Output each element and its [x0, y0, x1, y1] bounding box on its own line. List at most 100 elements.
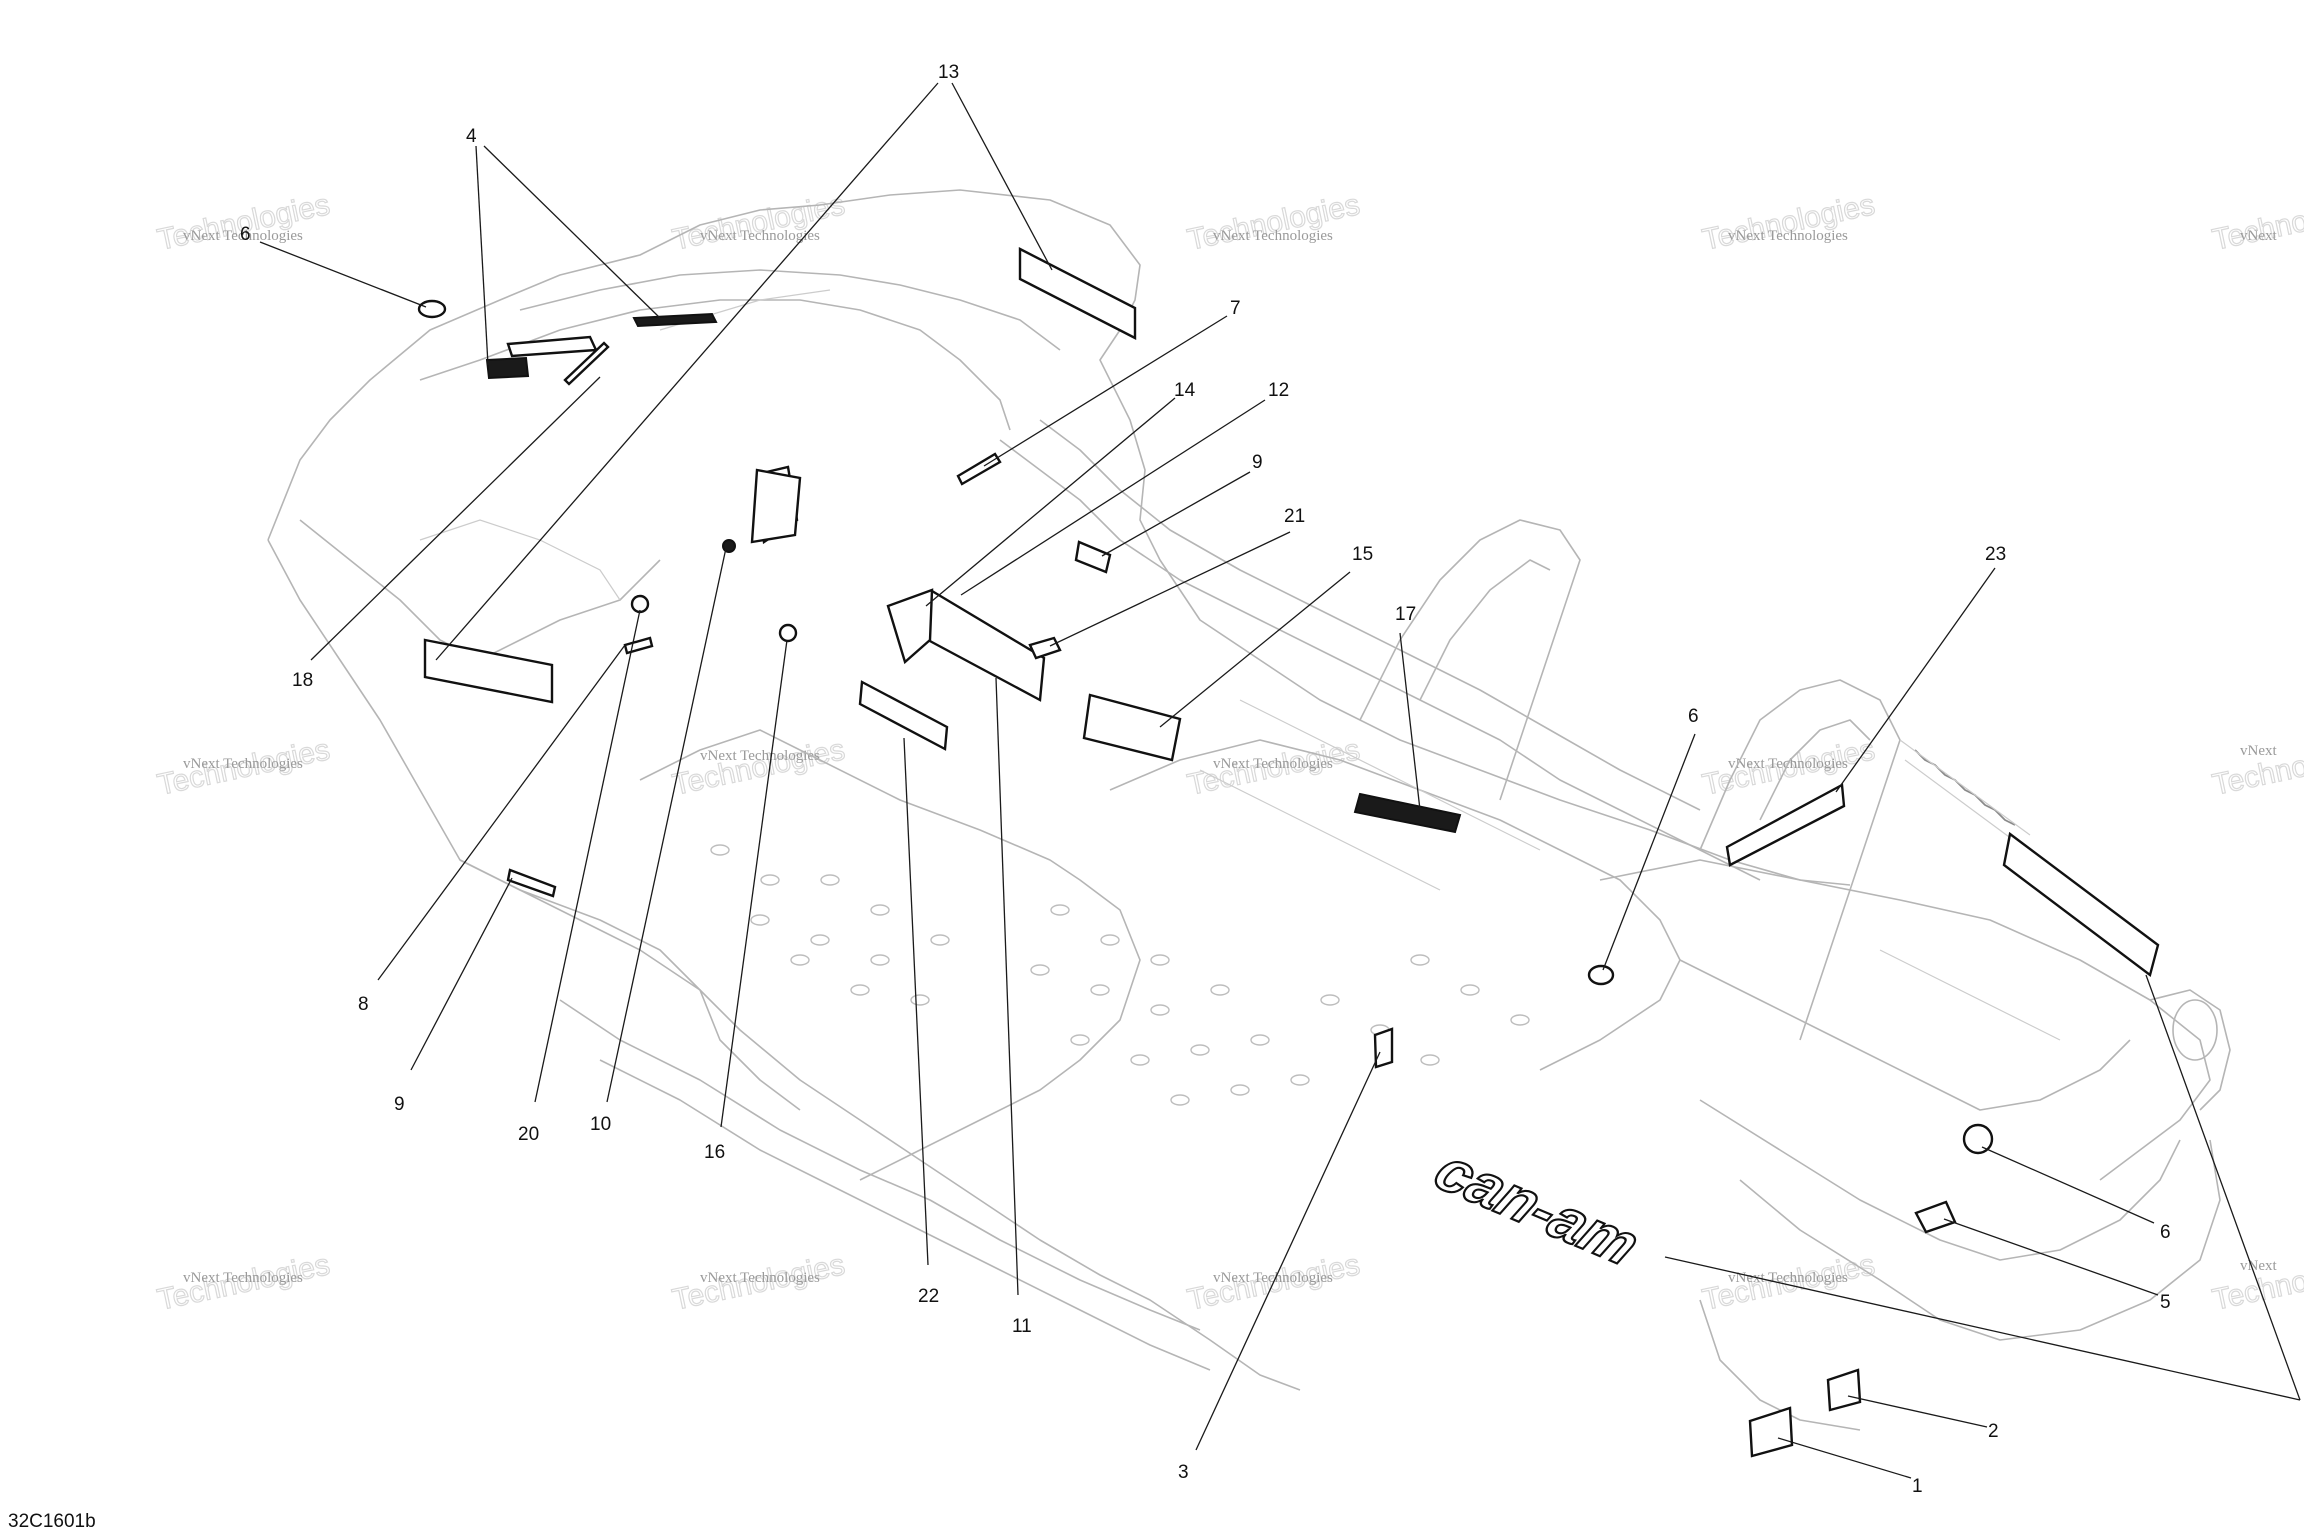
callout-7: 7 [1230, 298, 1241, 319]
cargo-box-side [1699, 1099, 2181, 1261]
label-17 [1353, 792, 1462, 834]
callout-22: 22 [918, 1286, 939, 1307]
callout-6: 6 [2160, 1222, 2171, 1243]
label-9-lower [506, 868, 557, 898]
front-hood-outline [267, 189, 1851, 886]
label-21 [1028, 636, 1062, 660]
watermark-text: vNext Technologies [700, 748, 820, 764]
rear-upright-right-inner [1759, 719, 1871, 821]
watermark-text: Technologies [155, 188, 333, 257]
model-number-decal [485, 356, 530, 380]
cargo-box-floor [1679, 959, 2131, 1111]
label-8 [623, 636, 654, 655]
rear-wheel-arch [1699, 1299, 1861, 1431]
label-2 [1826, 1368, 1862, 1412]
label-3 [1373, 1027, 1394, 1069]
hood-decal-4a [506, 335, 598, 358]
center-tunnel-2 [1039, 419, 1701, 811]
callout-1: 1 [1912, 1476, 1923, 1497]
vehicle-body [267, 189, 2231, 1431]
watermark-text: Technologies [670, 188, 848, 257]
tunnel-rib [1239, 699, 1541, 851]
watermark-text: vNext Technologies [183, 228, 303, 244]
right-floor-panel [1109, 739, 1681, 1071]
can-am-decal: can-am [1422, 1136, 1653, 1279]
watermark-text: vNext Technologies [700, 228, 820, 244]
center-floor-holes [1030, 904, 1530, 1106]
round-decal-6a [417, 299, 447, 319]
watermark-text: vNext Technologies [1728, 1270, 1848, 1286]
label-15 [1082, 693, 1182, 762]
dash-detail [419, 519, 621, 601]
round-decal-16 [778, 623, 798, 643]
hood-ridge [419, 299, 1011, 431]
callout-17: 17 [1395, 604, 1416, 625]
callout-5: 5 [2160, 1292, 2171, 1313]
side-skirt [459, 859, 801, 1111]
watermark-text: Technologies [1185, 188, 1363, 257]
callout-9: 9 [1252, 452, 1263, 473]
label-23 [1725, 783, 1846, 867]
callout-11: 11 [1012, 1316, 1032, 1337]
leader-lines [259, 82, 2301, 1479]
side-logo-decal-13 [423, 638, 554, 704]
hood-decal-13 [1018, 247, 1137, 340]
rear-upright-left-inner [1419, 559, 1551, 701]
lower-rail-2 [599, 1059, 1211, 1371]
watermark-text: vNext Technologies [1213, 228, 1333, 244]
rear-rib [1879, 949, 2061, 1041]
diagram-reference-code: 32C1601b [8, 1511, 96, 1532]
callout-10: 10 [590, 1114, 611, 1135]
callout-labels: 13 4 6 7 14 12 9 21 15 17 23 6 18 8 9 20… [240, 62, 2171, 1497]
callout-2: 2 [1988, 1421, 1999, 1442]
callout-12: 12 [1268, 380, 1289, 401]
rear-bumper [2149, 989, 2231, 1111]
watermark-text: vNext Technologies [183, 756, 303, 772]
label-5 [1914, 1200, 1957, 1234]
rear-side-decal [2002, 831, 2160, 978]
label-1 [1748, 1406, 1794, 1458]
tail-light [2172, 999, 2218, 1061]
dash-label [750, 468, 802, 544]
watermark-text: vNext Technologies [1213, 756, 1333, 772]
watermark-text: vNext [2240, 743, 2277, 759]
hood-decal-18 [563, 341, 610, 386]
center-tunnel [999, 439, 1761, 881]
round-decal-6c [1962, 1123, 1994, 1155]
callout-21: 21 [1284, 506, 1305, 527]
watermark-text: vNext Technologies [1213, 1270, 1333, 1286]
left-floor-panel [639, 729, 1141, 1181]
hood-inner-line [519, 269, 1061, 351]
callout-9: 9 [394, 1094, 405, 1115]
callout-16: 16 [704, 1142, 725, 1163]
callout-14: 14 [1174, 380, 1196, 401]
watermark-text: Technologies [2210, 188, 2304, 257]
label-9-upper [1074, 540, 1112, 574]
watermark-text: vNext Technologies [1728, 228, 1848, 244]
floor-rib [1199, 769, 1441, 891]
front-fender-outline [267, 539, 1301, 1391]
watermark-text: vNext Technologies [183, 1270, 303, 1286]
callout-20: 20 [518, 1124, 539, 1145]
warning-label-11 [926, 588, 1046, 702]
callout-13: 13 [938, 62, 959, 83]
rear-upright-left [1359, 519, 1581, 801]
callout-23: 23 [1985, 544, 2006, 565]
warning-label-14 [886, 588, 934, 665]
callout-3: 3 [1178, 1462, 1189, 1483]
watermark-text: Technologies [670, 733, 848, 802]
watermark-text: vNext [2240, 228, 2277, 244]
callout-4: 4 [466, 126, 477, 147]
decal-7 [956, 452, 1002, 486]
callout-6: 6 [1688, 706, 1699, 727]
callout-8: 8 [358, 994, 369, 1015]
shock-body [1899, 739, 2031, 846]
lower-rail [559, 999, 1201, 1331]
watermark-text: vNext Technologies [700, 1270, 820, 1286]
watermark-text: Technologies [1700, 188, 1878, 257]
dot-decal-10 [722, 539, 736, 553]
callout-18: 18 [292, 670, 313, 691]
label-22 [858, 680, 949, 751]
